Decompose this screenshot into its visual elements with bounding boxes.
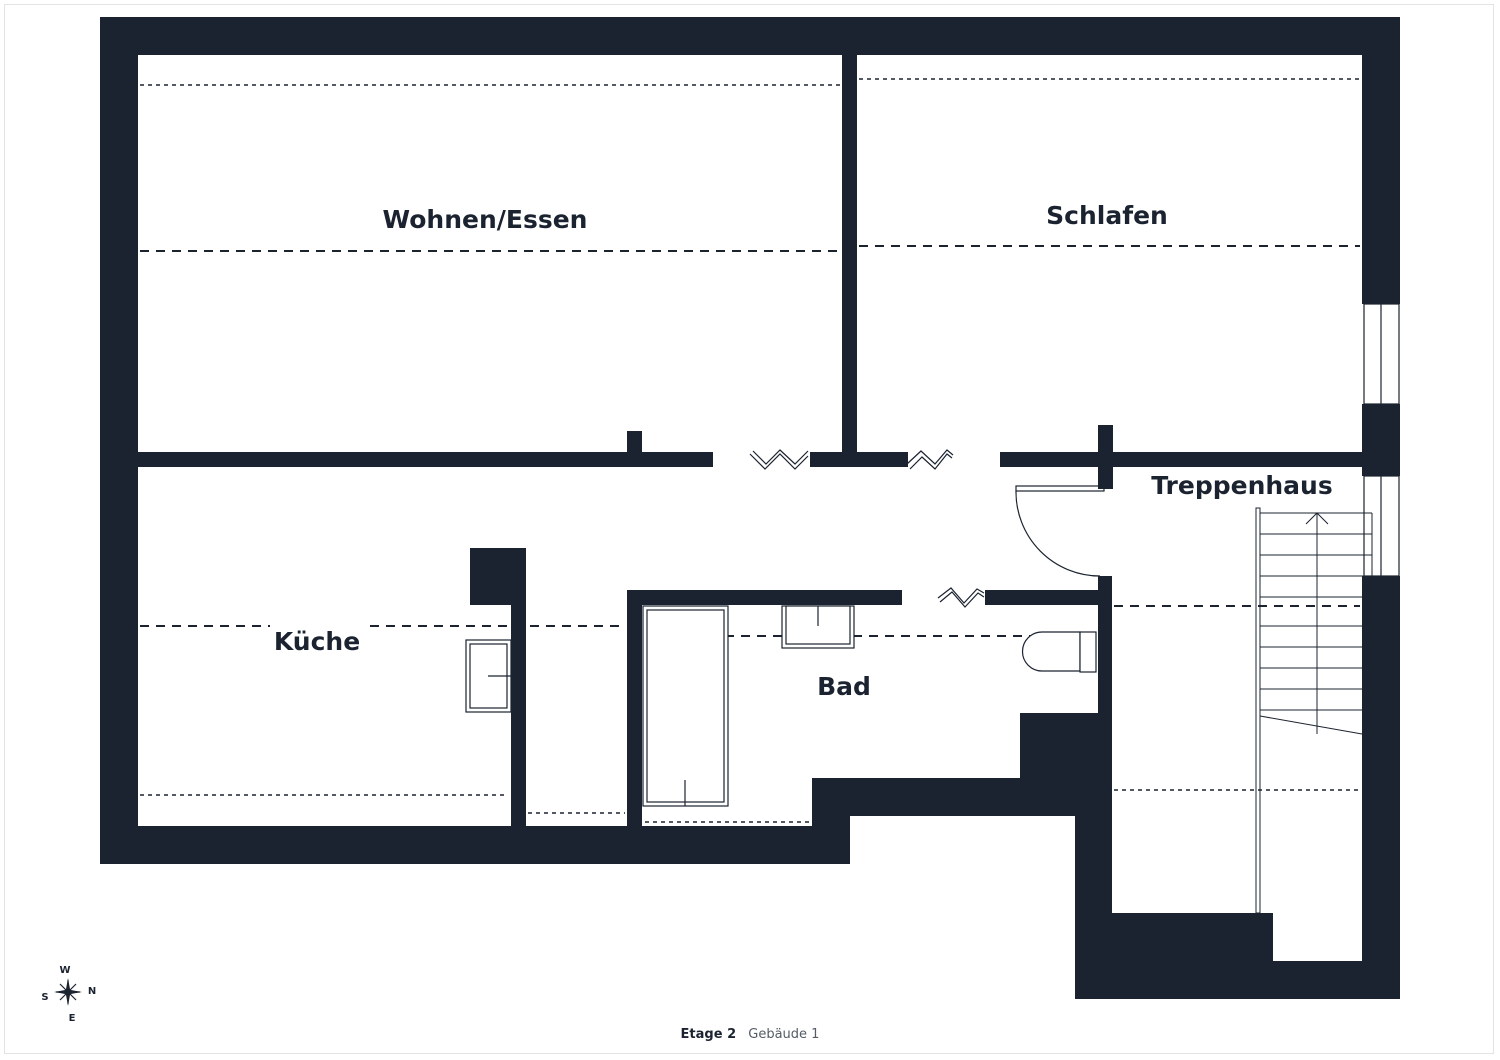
walls <box>100 17 1400 999</box>
windows <box>1363 303 1400 577</box>
slope-lines <box>140 78 1360 823</box>
compass-icon: W E S N <box>41 965 96 1024</box>
room-label-kueche: Küche <box>274 627 360 656</box>
room-label-wohnen-essen: Wohnen/Essen <box>383 205 588 234</box>
stairs <box>1255 507 1373 914</box>
compass-east: E <box>69 1013 76 1024</box>
page-frame <box>4 4 1494 1054</box>
floor-label: Etage 2 <box>680 1027 737 1042</box>
bathtub <box>642 605 729 807</box>
compass-south: S <box>41 992 48 1003</box>
compass-west: W <box>59 965 70 976</box>
room-label-bad: Bad <box>817 672 871 701</box>
swing-door <box>1015 485 1105 577</box>
building-label: Gebäude 1 <box>748 1027 820 1042</box>
room-label-treppenhaus: Treppenhaus <box>1151 471 1332 500</box>
room-label-schlafen: Schlafen <box>1046 201 1168 230</box>
sinks <box>465 605 855 713</box>
toilet <box>1021 631 1097 673</box>
sliding-doors <box>749 449 985 608</box>
compass-north: N <box>88 986 96 997</box>
footer: Etage 2 Gebäude 1 <box>0 1027 1500 1042</box>
